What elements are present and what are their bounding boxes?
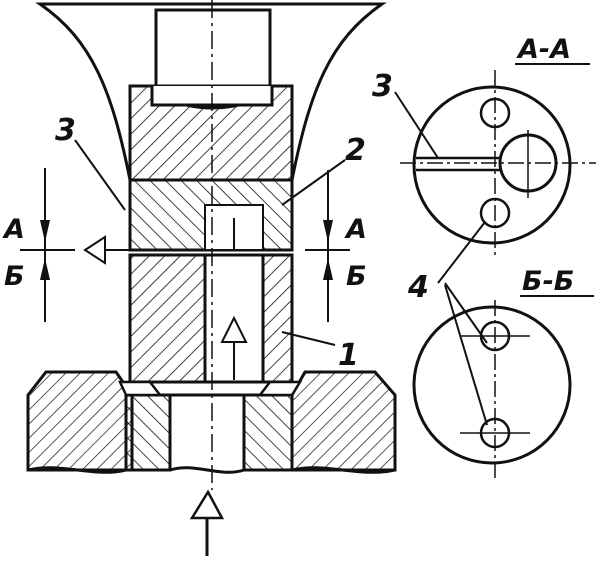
flow-arrow xyxy=(220,315,248,380)
section-marker-right xyxy=(305,170,350,322)
upper-block xyxy=(128,84,294,182)
leader-lines xyxy=(74,91,488,426)
label-section-a-left: А xyxy=(2,214,25,245)
label-section-b-right: Б xyxy=(346,261,367,292)
section-bb-view xyxy=(412,300,572,478)
label-part-3-main: 3 xyxy=(55,113,76,148)
label-part-4: 4 xyxy=(407,270,429,305)
section-marker-left xyxy=(20,168,130,322)
base-plate xyxy=(26,370,397,474)
lower-body xyxy=(128,253,294,384)
label-section-b-left: Б xyxy=(4,261,25,292)
label-part-2: 2 xyxy=(345,133,366,168)
label-section-a-right: А xyxy=(344,214,367,245)
middle-block xyxy=(128,178,294,252)
section-aa-title: А-А xyxy=(516,34,571,65)
inlet-arrow xyxy=(189,489,225,556)
section-aa-view xyxy=(400,70,596,255)
label-part-3-section: 3 xyxy=(372,69,393,104)
label-part-1: 1 xyxy=(338,338,359,373)
section-bb-title: Б-Б xyxy=(522,266,574,297)
